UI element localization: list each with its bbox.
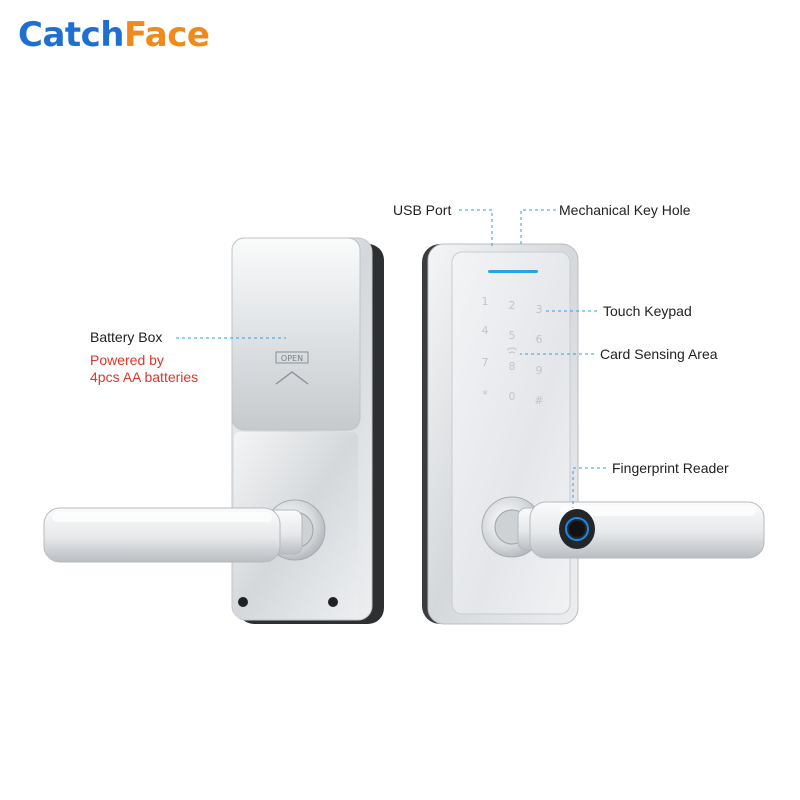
open-label: OPEN [281, 354, 303, 363]
battery-box-cover [231, 237, 361, 431]
battery-note-line2: 4pcs AA batteries [90, 369, 199, 385]
screw-hole-left-icon [238, 597, 248, 607]
keypad-key-7[interactable]: 7 [482, 356, 489, 369]
card-sensing-icon [506, 347, 518, 354]
usb-port-label: USB Port [393, 202, 452, 218]
card-area-label: Card Sensing Area [600, 346, 718, 362]
brand-logo-part1: Catch [18, 15, 125, 55]
fingerprint-line [572, 467, 606, 508]
fingerprint-ring-icon [565, 517, 589, 541]
fingerprint-sensor-icon [569, 521, 585, 537]
touch-keypad[interactable]: 1 2 3 4 5 6 7 8 9 * 0 # [482, 295, 544, 407]
key-hole-label: Mechanical Key Hole [559, 202, 691, 218]
callout-lines [176, 209, 606, 508]
exterior-unit: 1 2 3 4 5 6 7 8 9 * 0 # [422, 243, 765, 625]
brand-logo-part2: Face [124, 15, 210, 55]
status-light-bar [488, 270, 538, 273]
battery-note: Powered by 4pcs AA batteries [90, 352, 250, 386]
screw-hole-right-icon [328, 597, 338, 607]
keypad-key-hash[interactable]: # [534, 394, 543, 407]
key-hole-line [520, 209, 556, 246]
keypad-key-2[interactable]: 2 [509, 299, 516, 312]
fingerprint-label: Fingerprint Reader [612, 460, 729, 476]
touch-keypad-label: Touch Keypad [603, 303, 692, 319]
keypad-key-9[interactable]: 9 [536, 364, 543, 377]
exterior-handle-highlight [560, 506, 756, 516]
usb-port-line [459, 209, 493, 246]
interior-handle-highlight [52, 512, 272, 522]
keypad-key-4[interactable]: 4 [482, 324, 489, 337]
open-arrow-icon [275, 371, 309, 385]
keypad-key-0[interactable]: 0 [509, 390, 516, 403]
keypad-key-star[interactable]: * [482, 388, 488, 401]
keypad-key-1[interactable]: 1 [482, 295, 489, 308]
battery-note-line1: Powered by [90, 352, 164, 368]
brand-logo: CatchFace [18, 10, 210, 60]
keypad-key-3[interactable]: 3 [536, 303, 543, 316]
battery-box-label: Battery Box [90, 329, 163, 345]
open-label-frame [275, 351, 309, 364]
keypad-key-5[interactable]: 5 [509, 329, 516, 342]
keypad-key-8[interactable]: 8 [509, 360, 516, 373]
keypad-key-6[interactable]: 6 [536, 333, 543, 346]
interior-unit: OPEN [43, 237, 384, 624]
